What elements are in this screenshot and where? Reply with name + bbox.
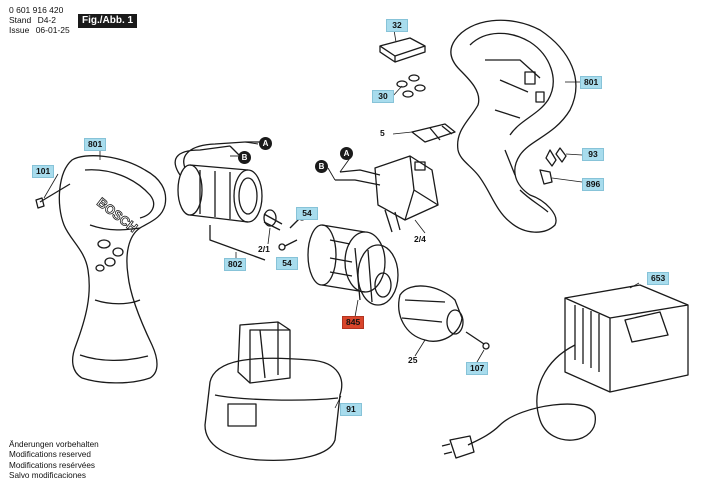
part-label-845: 845	[342, 316, 365, 329]
switch-2-4	[335, 155, 439, 233]
part-label-30: 30	[372, 90, 394, 103]
part-label-5: 5	[380, 128, 385, 138]
part-label-54-top: 54	[296, 207, 318, 220]
wire-marker-a-switch: A	[340, 147, 353, 160]
stand-value: D4-2	[37, 15, 57, 25]
part-32-clip	[379, 37, 426, 63]
battery-91	[204, 321, 343, 461]
screw-101	[35, 183, 71, 209]
wire-marker-b-motor: B	[238, 151, 251, 164]
part-label-32: 32	[386, 19, 408, 32]
charger-653	[564, 284, 689, 393]
housing-half-right	[450, 19, 577, 233]
wire-marker-b-switch: B	[315, 160, 328, 173]
brand-wordmark: BOSCH	[94, 195, 140, 236]
part-5-slider	[411, 123, 456, 143]
footer-line-de: Änderungen vorbehalten	[9, 440, 99, 449]
figure-badge: Fig./Abb. 1	[78, 14, 138, 28]
part-label-93: 93	[582, 148, 604, 161]
motor-802	[174, 141, 266, 261]
footer-line-fr: Modifications resérvées	[9, 460, 96, 470]
part-label-101: 101	[32, 165, 55, 178]
part-93-screws	[539, 147, 567, 185]
part-label-801-right: 801	[580, 76, 603, 89]
part-30-rings	[396, 74, 426, 98]
part-label-91: 91	[340, 403, 362, 416]
part-label-107: 107	[466, 362, 489, 375]
part-label-2-1: 2/1	[258, 244, 270, 254]
part-number: 0 601 916 420	[9, 5, 64, 15]
part-2-1-pinion	[263, 209, 283, 231]
wire-marker-a-motor: A	[259, 137, 272, 150]
footer-line-es: Salvo modificaciones	[9, 471, 86, 481]
charger-cable	[441, 344, 596, 459]
housing-half-left	[58, 155, 167, 384]
part-label-802: 802	[224, 258, 247, 271]
footer-line-en: Modifications reserved	[9, 450, 91, 460]
gearbox-845	[307, 224, 399, 306]
part-label-896: 896	[582, 178, 605, 191]
issue-value: 06-01-25	[35, 25, 70, 35]
part-label-2-4: 2/4	[414, 234, 426, 244]
wire-leads	[230, 141, 351, 181]
part-label-25: 25	[408, 355, 418, 365]
chuck-25	[398, 285, 464, 342]
part-label-653: 653	[647, 272, 670, 285]
part-label-54-bottom: 54	[276, 257, 298, 270]
document-header: 0 601 916 420 Stand D4-2 Issue 06-01-25	[9, 5, 70, 35]
stand-label: Stand	[9, 15, 32, 25]
part-label-801-left: 801	[84, 138, 107, 151]
issue-label: Issue	[9, 25, 30, 35]
screw-107	[465, 331, 490, 350]
footer-disclaimer: Änderungen vorbehalten Modifications res…	[9, 440, 99, 482]
